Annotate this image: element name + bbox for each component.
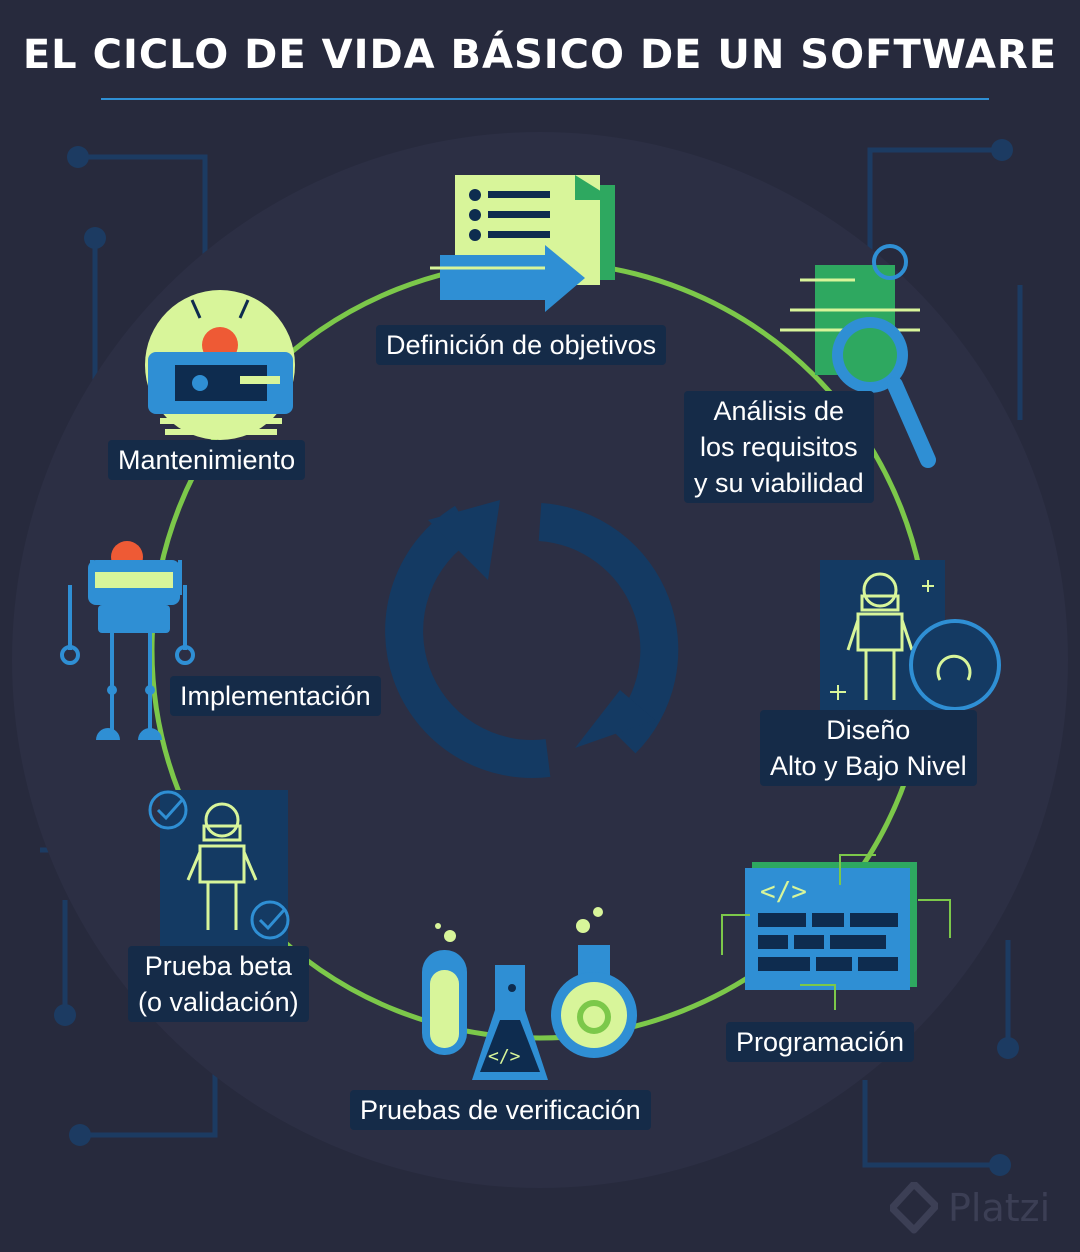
brand-name: Platzi	[948, 1186, 1051, 1230]
stage-label-verificacion: Pruebas de verificación	[350, 1090, 651, 1130]
stage-label-line: Pruebas de verificación	[360, 1095, 641, 1125]
stage-label-line: Mantenimiento	[118, 445, 296, 475]
cycle-arrows-icon	[385, 500, 679, 778]
stage-label-line: Implementación	[180, 681, 371, 711]
robot-repair-icon	[145, 290, 295, 440]
stage-label-line: Programación	[736, 1027, 905, 1057]
title-divider	[101, 98, 989, 100]
stage-label-line: y su viabilidad	[694, 468, 864, 498]
robot-checklist-icon	[148, 790, 290, 950]
svg-text:</>: </>	[760, 877, 807, 907]
stage-label-line: (o validación)	[138, 987, 299, 1017]
stage-label-beta: Prueba beta (o validación)	[128, 946, 309, 1022]
stage-label-analisis: Análisis de los requisitos y su viabilid…	[684, 391, 874, 503]
stage-label-line: los requisitos	[700, 432, 858, 462]
stage-label-line: Diseño	[826, 715, 911, 745]
stage-label-objetivos: Definición de objetivos	[376, 325, 667, 365]
brand-watermark: Platzi	[890, 1180, 1050, 1236]
stage-label-diseno: Diseño Alto y Bajo Nivel	[760, 710, 977, 786]
magnifier-book-icon	[780, 244, 936, 468]
svg-text:</>: </>	[488, 1046, 521, 1067]
document-arrow-icon	[430, 175, 615, 312]
stage-label-mantenimiento: Mantenimiento	[108, 440, 306, 480]
stage-label-line: Prueba beta	[144, 951, 292, 981]
stage-label-line: Definición de objetivos	[386, 330, 657, 360]
stage-label-line: Alto y Bajo Nivel	[770, 751, 967, 781]
stage-label-line: Análisis de	[713, 396, 845, 426]
platzi-logo-icon	[890, 1182, 938, 1234]
stage-label-implementacion: Implementación	[170, 676, 381, 716]
code-window-icon: </>	[721, 854, 951, 1010]
stage-label-programacion: Programación	[726, 1022, 915, 1062]
robot-blueprint-icon	[820, 560, 1001, 711]
circuit-nodes	[54, 139, 1019, 1176]
page-title: EL CICLO DE VIDA BÁSICO DE UN SOFTWARE	[22, 32, 1058, 78]
blue-robot-icon	[60, 541, 195, 740]
lab-flasks-icon: </>	[422, 907, 637, 1080]
